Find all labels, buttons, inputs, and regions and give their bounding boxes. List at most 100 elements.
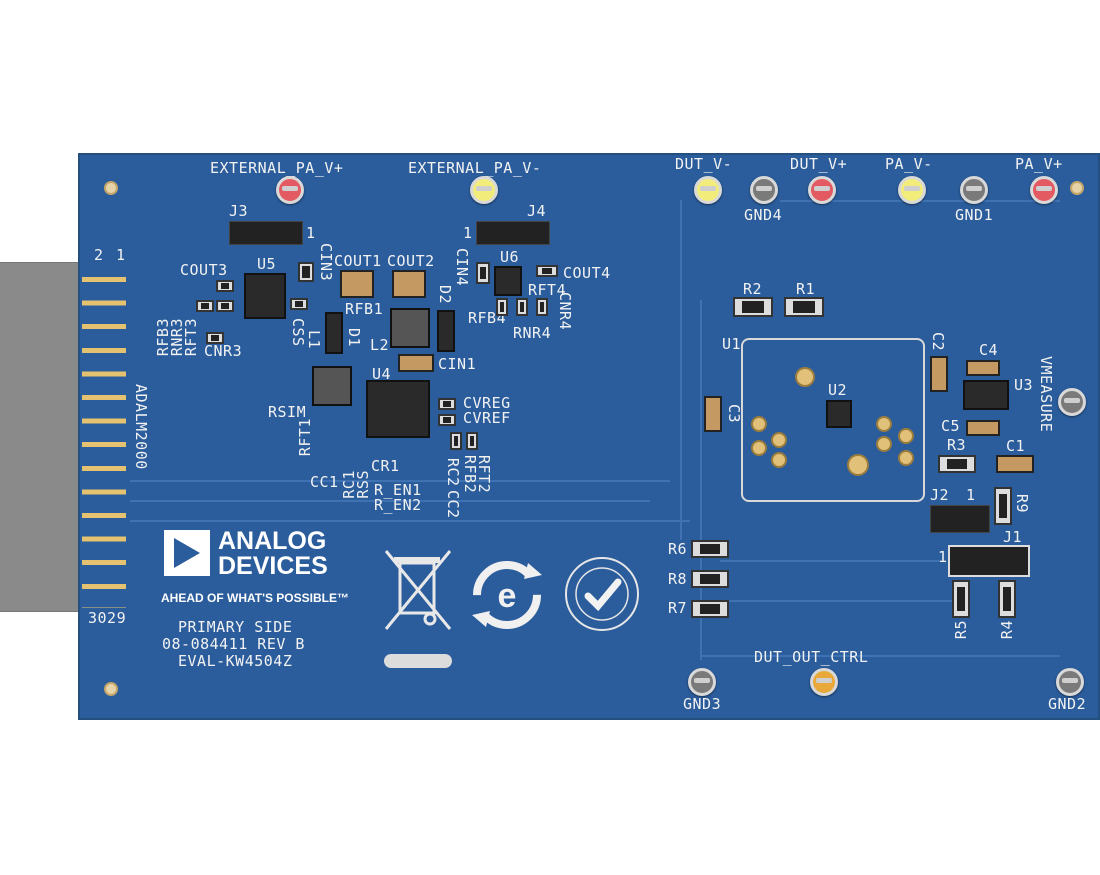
smd-resistor	[216, 300, 234, 312]
dut-out-ctrl-label: DUT_OUT_CTRL	[754, 648, 869, 666]
l2-inductor	[390, 308, 430, 348]
mounting-hole	[104, 682, 118, 696]
external-pa-vminus-test-point[interactable]	[470, 176, 498, 204]
trace	[130, 480, 670, 482]
dut-vplus-test-point[interactable]	[808, 176, 836, 204]
u1-label: U1	[722, 335, 742, 353]
trace	[130, 520, 690, 522]
u1-pad	[751, 440, 767, 456]
rnr3-label: RNR3	[168, 318, 186, 357]
edge-connector	[80, 268, 130, 608]
c1-capacitor	[996, 455, 1034, 473]
pa-vminus-label: PA_V-	[885, 155, 933, 173]
weee-crossed-bin-icon	[384, 550, 452, 630]
trace	[720, 600, 960, 602]
j2-label: J2	[930, 486, 950, 504]
gnd3-label: GND3	[683, 695, 722, 713]
j1-jumper[interactable]	[948, 545, 1030, 577]
gnd2-label: GND2	[1048, 695, 1087, 713]
r9-label: R9	[1013, 494, 1031, 514]
r2-label: R2	[743, 280, 763, 298]
model-label: EVAL-KW4504Z	[178, 652, 293, 670]
cnr3-label: CNR3	[204, 342, 243, 360]
pa-vplus-test-point[interactable]	[1030, 176, 1058, 204]
r6-resistor	[691, 540, 729, 558]
r8-resistor	[691, 570, 729, 588]
rft4-label: RFT4	[528, 281, 567, 299]
u1-pad	[876, 436, 892, 452]
cin1-capacitor	[398, 354, 434, 372]
u3-label: U3	[1014, 376, 1034, 394]
part-rev-label: 08-084411 REV B	[162, 635, 305, 653]
r9-resistor	[994, 487, 1012, 525]
u5-chip	[244, 273, 286, 319]
gnd2-test-point[interactable]	[1056, 668, 1084, 696]
d1-label: D1	[345, 328, 363, 348]
cout2-capacitor	[392, 270, 426, 298]
gnd1-test-point[interactable]	[960, 176, 988, 204]
r4-label: R4	[998, 620, 1016, 640]
cin4-label: CIN4	[453, 248, 471, 287]
l1-label: L1	[305, 330, 323, 350]
u6-chip	[494, 266, 522, 296]
mounting-hole	[1070, 181, 1084, 195]
u1-pad	[847, 454, 869, 476]
cout3-label: COUT3	[180, 261, 228, 279]
j1-pin1-label: 1	[938, 548, 948, 566]
smd-resistor	[536, 298, 548, 316]
external-pa-vplus-test-point[interactable]	[276, 176, 304, 204]
gnd3-test-point[interactable]	[688, 668, 716, 696]
u4-chip	[366, 380, 430, 438]
dut-vminus-test-point[interactable]	[694, 176, 722, 204]
smd-resistor	[196, 300, 214, 312]
trace	[700, 655, 1060, 657]
u6-label: U6	[500, 248, 520, 266]
d1-diode	[325, 312, 343, 354]
cout2-label: COUT2	[387, 252, 435, 270]
c4-capacitor	[966, 360, 1000, 376]
pcb-board	[78, 153, 1100, 720]
vmeasure-test-point[interactable]	[1058, 388, 1086, 416]
cvreg-label: CVREG	[463, 394, 511, 412]
rsim-label: RSIM	[268, 403, 307, 421]
gnd4-label: GND4	[744, 206, 783, 224]
r1-label: R1	[796, 280, 816, 298]
j2-jumper[interactable]	[930, 505, 990, 533]
c3-capacitor	[704, 396, 722, 432]
rfb1-label: RFB1	[345, 300, 384, 318]
j4-jumper[interactable]	[476, 221, 550, 245]
dut-vplus-label: DUT_V+	[790, 155, 848, 173]
smd-resistor	[516, 298, 528, 316]
analog-devices-triangle-icon	[164, 530, 210, 576]
mounting-hole	[104, 181, 118, 195]
cin4-capacitor	[476, 262, 490, 284]
d2-label: D2	[436, 285, 454, 305]
u2-label: U2	[828, 381, 848, 399]
gnd4-test-point[interactable]	[750, 176, 778, 204]
rfb2-label: RFB2	[461, 455, 479, 494]
c1-label: C1	[1006, 437, 1026, 455]
r3-resistor	[938, 455, 976, 473]
smd-resistor	[438, 398, 456, 410]
j3-label: J3	[229, 202, 249, 220]
pa-vminus-test-point[interactable]	[898, 176, 926, 204]
trace	[130, 500, 650, 502]
u1-outline	[741, 338, 925, 502]
pa-vplus-label: PA_V+	[1015, 155, 1063, 173]
rft3-label: RFT3	[182, 318, 200, 357]
l2-label: L2	[370, 336, 390, 354]
u3-chip	[963, 380, 1009, 410]
r8-label: R8	[668, 570, 688, 588]
smd-resistor	[496, 298, 508, 316]
r2-resistor	[733, 297, 773, 317]
rc2-label: RC2	[444, 458, 462, 487]
cr1-label: CR1	[371, 457, 400, 475]
c4-label: C4	[979, 341, 999, 359]
cout4-capacitor	[536, 265, 558, 277]
j3-jumper[interactable]	[229, 221, 303, 245]
u2-chip	[826, 400, 852, 428]
dut-out-ctrl-test-point[interactable]	[810, 668, 838, 696]
rft2-label: RFT2	[475, 455, 493, 494]
r4-resistor	[998, 580, 1016, 618]
tagline: AHEAD OF WHAT'S POSSIBLE™	[161, 591, 349, 605]
